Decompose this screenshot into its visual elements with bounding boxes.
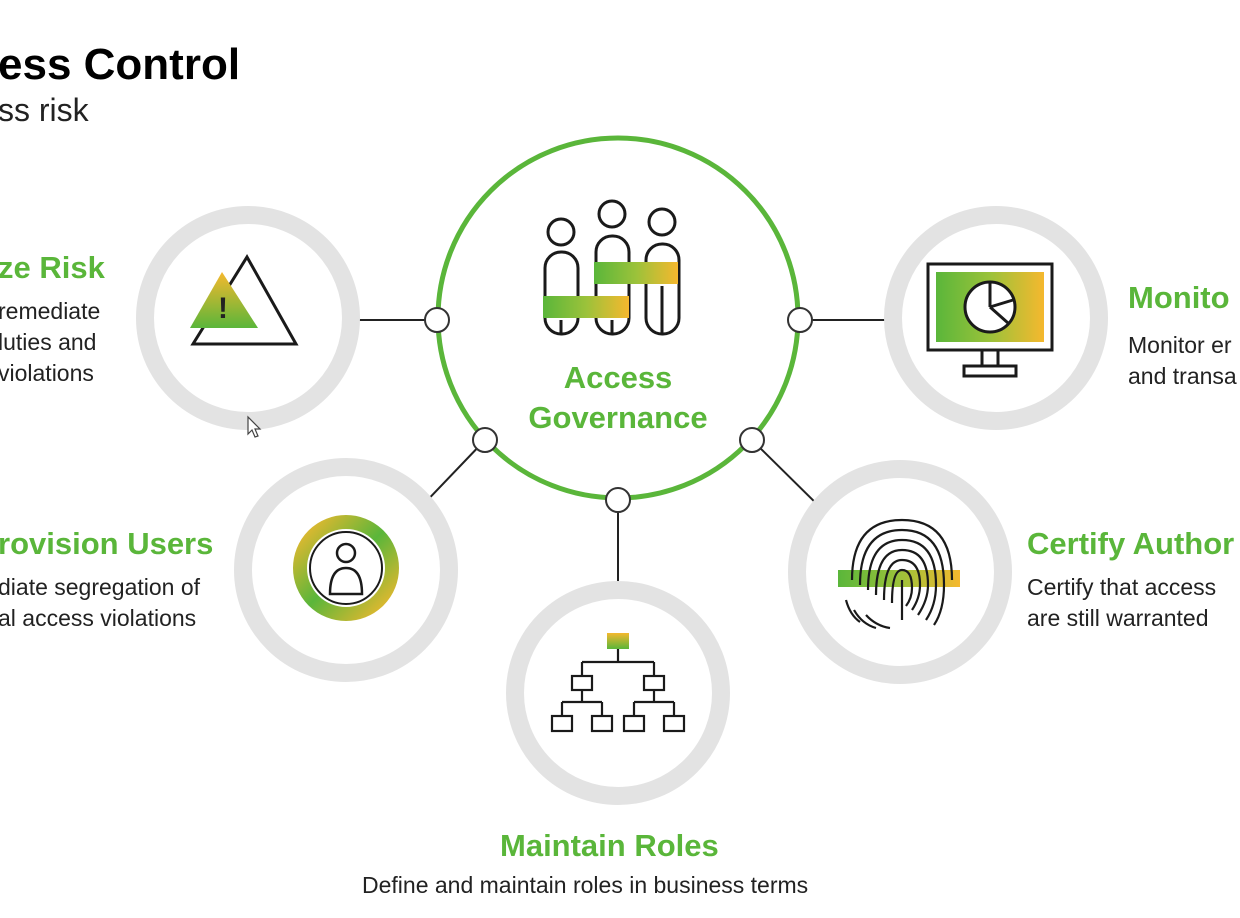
maintain-roles-desc: Define and maintain roles in business te… — [362, 870, 808, 901]
page-title: ess Control — [0, 40, 241, 89]
provision-users-line: diate segregation of — [0, 574, 201, 600]
monitor-line: Monitor er — [1128, 332, 1232, 358]
certify-line: are still warranted — [1027, 605, 1209, 631]
analyze-risk-line: violations — [0, 360, 94, 386]
org-chart-icon — [550, 633, 686, 733]
provision-users-line: al access violations — [0, 605, 197, 631]
provision-users-desc: diate segregation of al access violation… — [0, 572, 200, 634]
center-label: Access Governance — [518, 358, 718, 438]
svg-text:!: ! — [218, 292, 228, 325]
analyze-risk-line: remediate — [0, 298, 101, 324]
analyze-risk-title: ze Risk — [0, 250, 105, 285]
junction-dots — [424, 307, 813, 513]
mouse-cursor-icon — [247, 415, 262, 438]
people-group-icon — [543, 199, 681, 336]
analyze-risk-desc: remediate luties and violations — [0, 296, 100, 389]
certify-desc: Certify that access are still warranted — [1027, 572, 1216, 634]
maintain-roles-line: Define and maintain roles in business te… — [362, 872, 809, 898]
analyze-risk-line: luties and — [0, 329, 97, 355]
certify-line: Certify that access — [1027, 574, 1217, 600]
provision-users-title: rovision Users — [0, 526, 214, 561]
monitor-title: Monito — [1128, 280, 1230, 315]
monitor-chart-icon — [926, 262, 1054, 378]
certify-title: Certify Author — [1027, 526, 1235, 561]
fingerprint-icon — [838, 518, 960, 630]
center-label-line2: Governance — [528, 400, 708, 435]
warning-triangle-icon: ! — [190, 254, 299, 346]
center-label-line1: Access — [563, 360, 673, 395]
monitor-line: and transa — [1128, 363, 1237, 389]
maintain-roles-title: Maintain Roles — [500, 828, 719, 863]
user-ring-icon — [293, 515, 399, 621]
monitor-desc: Monitor er and transa — [1128, 330, 1237, 392]
page-subtitle: ss risk — [0, 92, 89, 128]
